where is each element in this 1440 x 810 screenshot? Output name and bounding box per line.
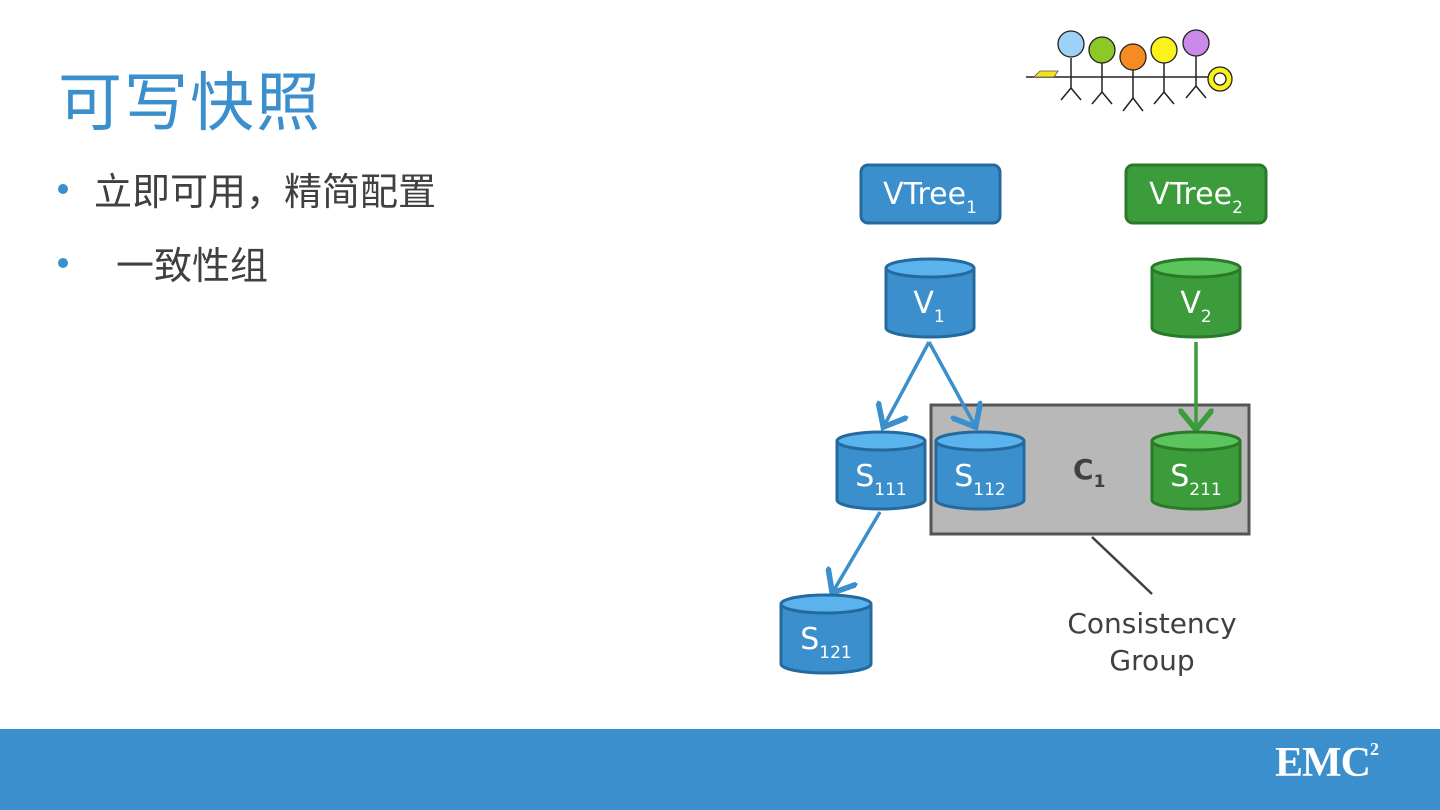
svg-text:S211: S211 bbox=[1170, 459, 1222, 500]
callout-text-line-2: Group bbox=[1109, 644, 1194, 677]
callout-line bbox=[1091, 536, 1153, 595]
snapshot-s111-cylinder: S111 bbox=[835, 430, 927, 511]
svg-text:VTree1: VTree1 bbox=[883, 177, 977, 218]
snapshot-diagram: C1 Consistency Group VTree1 VTree2 V1 V2… bbox=[779, 29, 1268, 677]
volume-v2-cylinder: V2 bbox=[1150, 257, 1242, 339]
vtree-1-box: VTree1 bbox=[859, 163, 1002, 225]
svg-text:S111: S111 bbox=[855, 459, 907, 500]
svg-text:V1: V1 bbox=[913, 286, 944, 327]
volume-v1-cylinder: V1 bbox=[884, 257, 976, 339]
callout-text-line-1: Consistency bbox=[1067, 607, 1236, 640]
group-label: C1 bbox=[1073, 453, 1105, 492]
snapshot-s211-cylinder: S211 bbox=[1150, 430, 1242, 511]
emc-logo: EMC2 bbox=[1275, 739, 1379, 786]
team-people-icon bbox=[1026, 29, 1233, 112]
bullet-dot-icon bbox=[58, 258, 68, 268]
bullet-text: 立即可用，精简配置 bbox=[94, 170, 437, 214]
svg-text:S121: S121 bbox=[800, 622, 852, 663]
svg-text:V2: V2 bbox=[1180, 286, 1211, 327]
slide-title: 可写快照 bbox=[58, 67, 322, 141]
arrow-v1-to-s111 bbox=[885, 341, 931, 424]
vtree-2-box: VTree2 bbox=[1124, 163, 1268, 225]
snapshot-s112-cylinder: S112 bbox=[934, 430, 1026, 511]
bullet-text: 一致性组 bbox=[116, 244, 269, 288]
arrow-v1-to-s112 bbox=[927, 341, 974, 424]
footer-bar: EMC2 bbox=[0, 729, 1440, 810]
arrow-s111-to-s121 bbox=[834, 511, 882, 590]
svg-text:VTree2: VTree2 bbox=[1149, 177, 1243, 218]
bullet-dot-icon bbox=[58, 184, 68, 194]
svg-text:S112: S112 bbox=[954, 459, 1006, 500]
snapshot-s121-cylinder: S121 bbox=[779, 593, 873, 675]
